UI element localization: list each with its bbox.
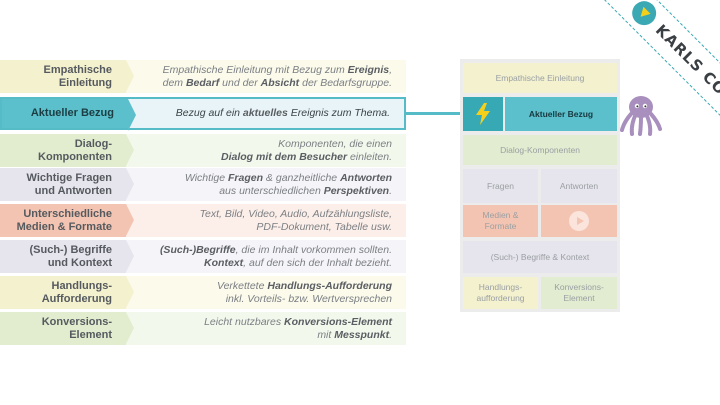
row-dialog-komponenten: Dialog-Komponenten Komponenten, die eine…: [0, 134, 406, 167]
row-description-line: Leicht nutzbares Konversions-Element: [204, 315, 392, 328]
row-label-line: Element: [69, 328, 112, 341]
mock-medien-line: Formate: [484, 221, 517, 231]
row-description: Bezug auf ein aktuelles Ereignis zum The…: [128, 99, 404, 128]
row-label-line: Einleitung: [58, 76, 112, 89]
row-label-line: Handlungs-: [51, 279, 113, 292]
mock-video-block: [541, 205, 617, 237]
row-label-line: und Kontext: [47, 256, 112, 269]
row-description: Empathische Einleitung mit Bezug zum Ere…: [126, 60, 406, 93]
mock-bolt-block: [463, 97, 503, 131]
mock-konversions-element: Konversions- Element: [541, 277, 617, 309]
row-label-line: und Antworten: [34, 184, 112, 197]
mock-aktueller-bezug: Aktueller Bezug: [505, 97, 617, 131]
row-description-line: aus unterschiedlichen Perspektiven.: [219, 184, 392, 197]
row-description-line: Kontext, auf den sich der Inhalt bezieht…: [204, 256, 392, 269]
lightning-bolt-icon: [476, 103, 490, 125]
mock-dialog-komponenten: Dialog-Komponenten: [463, 135, 617, 165]
row-label-line: Dialog-: [74, 137, 112, 150]
mock-handlungsaufforderung: Handlungs- aufforderung: [463, 277, 538, 309]
row-description-line: inkl. Vorteils- bzw. Wertversprechen: [225, 292, 392, 305]
row-description-line: Empathische Einleitung mit Bezug zum Ere…: [162, 63, 392, 76]
brand-logo-icon: [627, 0, 662, 31]
mock-medien-line: Medien &: [482, 210, 519, 220]
row-konversions-element: Konversions-Element Leicht nutzbares Kon…: [0, 312, 406, 345]
row-label-line: Empathische: [43, 63, 112, 76]
mock-antworten: Antworten: [541, 169, 617, 203]
row-description: Wichtige Fragen & ganzheitliche Antworte…: [126, 168, 406, 201]
row-handlungs-aufforderung: Handlungs-Aufforderung Verkettete Handlu…: [0, 276, 406, 309]
mock-empathische-einleitung: Empathische Einleitung: [463, 63, 617, 93]
play-icon[interactable]: [569, 211, 589, 231]
row-label: Handlungs-Aufforderung: [0, 276, 134, 309]
row-description: (Such-)Begriffe, die im Inhalt vorkommen…: [126, 240, 406, 273]
row-description-line: Wichtige Fragen & ganzheitliche Antworte…: [184, 171, 392, 184]
octopus-mascot-icon: [620, 96, 662, 136]
brand-ribbon: KARLS CORE: [603, 0, 720, 142]
connector-line: [406, 112, 466, 115]
mock-begriffe-kontext: (Such-) Begriffe & Kontext: [463, 241, 617, 273]
mock-fragen: Fragen: [463, 169, 538, 203]
row-description-line: (Such-)Begriffe, die im Inhalt vorkommen…: [159, 243, 392, 256]
mock-handlung-line: Handlungs-: [478, 282, 523, 292]
row-label-line: Komponenten: [38, 150, 112, 163]
row-label-line: Medien & Formate: [16, 220, 112, 233]
row-label-line: Konversions-: [41, 315, 112, 328]
row-label: Konversions-Element: [0, 312, 134, 345]
row-label-line: Unterschiedliche: [23, 207, 112, 220]
row-label-line: Aufforderung: [41, 292, 112, 305]
row-description-line: dem Bedarf und der Absicht der Bedarfsgr…: [162, 76, 392, 89]
row-aktueller-bezug: Aktueller Bezug Bezug auf ein aktuelles …: [0, 97, 406, 131]
mock-konversion-line: Element: [563, 293, 595, 303]
row-description-line: PDF-Dokument, Tabelle usw.: [256, 220, 392, 233]
row-label-line: Wichtige Fragen: [26, 171, 112, 184]
row-description: Text, Bild, Video, Audio, Aufzählungslis…: [126, 204, 406, 237]
row-label-line: (Such-) Begriffe: [29, 243, 113, 256]
row-description-line: Verkettete Handlungs-Aufforderung: [216, 279, 392, 292]
row-description-line: Text, Bild, Video, Audio, Aufzählungslis…: [199, 207, 392, 220]
mock-medien-formate: Medien & Formate: [463, 205, 538, 237]
mock-konversion-line: Konversions-: [554, 282, 604, 292]
row-description-line: Dialog mit dem Besucher einleiten.: [221, 150, 392, 163]
page-mockup: Empathische Einleitung Aktueller Bezug D…: [460, 59, 620, 312]
row-label: Dialog-Komponenten: [0, 134, 134, 167]
row-description-line: mit Messpunkt.: [317, 328, 392, 341]
row-label: Aktueller Bezug: [2, 99, 136, 131]
mock-handlung-line: aufforderung: [476, 293, 525, 303]
row-description-line: Komponenten, die einen: [278, 137, 392, 150]
row-label-line: Aktueller Bezug: [30, 107, 114, 119]
row-description-line: Bezug auf ein aktuelles Ereignis zum The…: [175, 107, 390, 119]
